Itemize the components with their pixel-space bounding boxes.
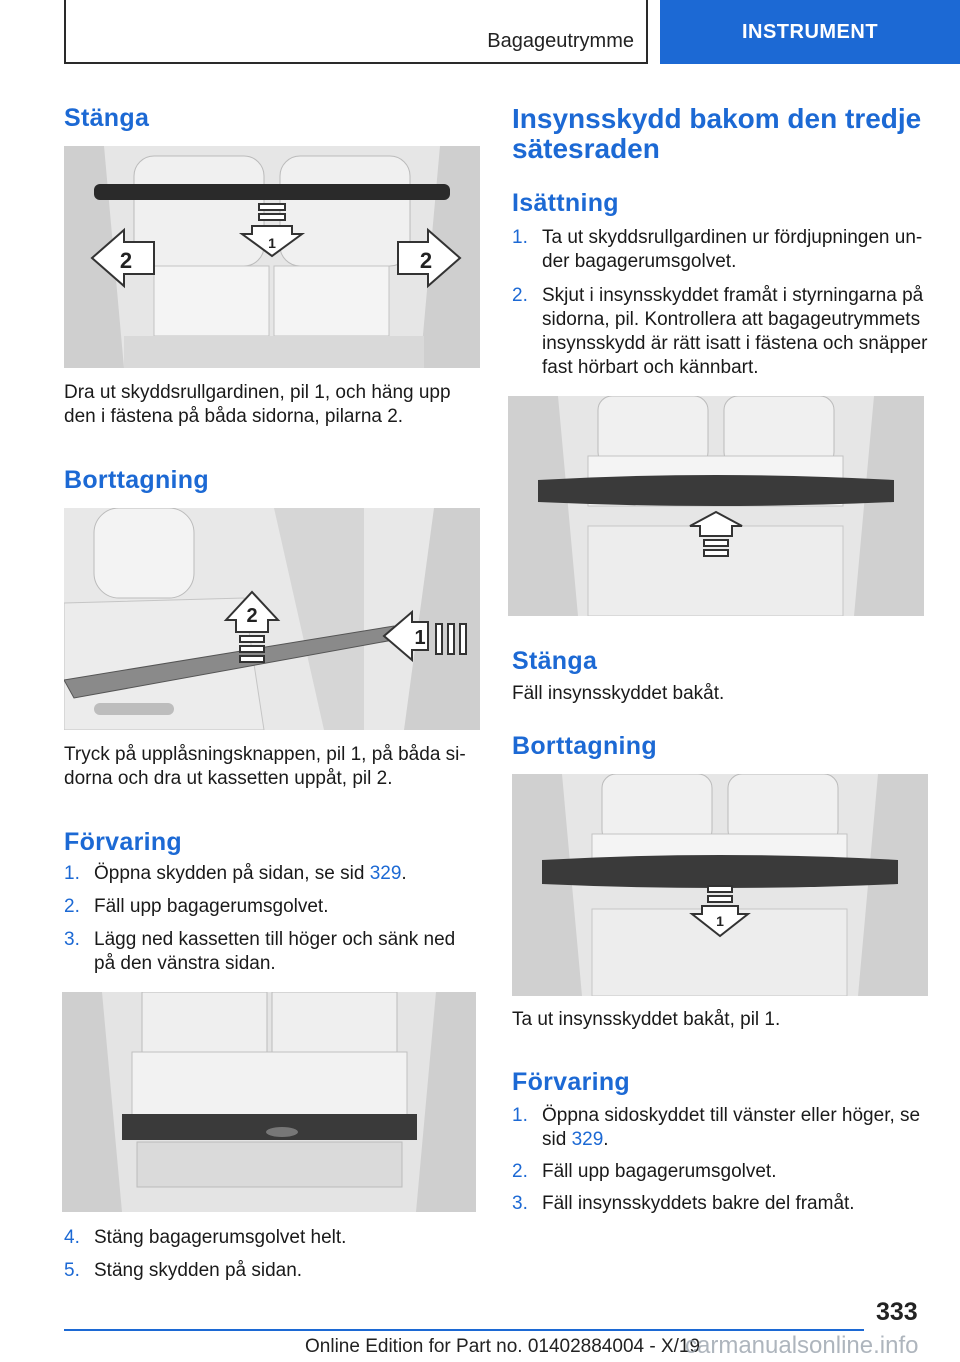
page-number: 333 <box>876 1298 918 1326</box>
figure-cassette-storage <box>62 992 476 1212</box>
list-text: Fäll upp bagagerumsgolvet. <box>94 896 329 917</box>
list-text: Lägg ned kassetten till höger och sänk n… <box>94 929 456 974</box>
list-number: 2. <box>512 285 528 306</box>
list-text: Fäll upp bagagerumsgolvet. <box>542 1161 777 1182</box>
list-text: Öppna skydden på sidan, se sid <box>94 863 370 884</box>
fig6-arrow-1: 1 <box>716 913 724 929</box>
figure-cover-insertion <box>508 396 924 616</box>
text-borttagning-right: Ta ut insynsskyddet bakåt, pil 1. <box>512 1009 781 1030</box>
fig2-arrow-1: 1 <box>414 627 425 649</box>
list-text: Öppna sidoskyddet till vänster eller hög… <box>542 1105 921 1150</box>
list-number: 3. <box>64 929 80 950</box>
list-number: 3. <box>512 1193 528 1214</box>
footer-divider <box>64 1329 864 1331</box>
heading-stanga-right: Stänga <box>512 647 598 675</box>
section-title: Bagageutrymme <box>487 30 634 52</box>
header-frame: Bagageutrymme <box>64 0 648 64</box>
fig1-arrow-2-right: 2 <box>420 248 432 273</box>
heading-isattning: Isättning <box>512 189 619 217</box>
fig1-arrow-1: 1 <box>268 235 276 251</box>
page-link-329[interactable]: 329 <box>571 1129 604 1150</box>
list-number: 1. <box>512 1105 528 1126</box>
list-text: Skjut i insynsskyddet framåt i styrninga… <box>542 285 928 378</box>
list-number: 2. <box>64 896 80 917</box>
list-text-tail: . <box>603 1129 609 1150</box>
list-text: Stäng skydden på sidan. <box>94 1260 303 1281</box>
figure-cassette-removal: 2 1 <box>64 508 480 730</box>
list-text-tail: . <box>401 863 407 884</box>
page-link-329[interactable]: 329 <box>369 863 402 884</box>
list-text: Stäng bagagerumsgolvet helt. <box>94 1227 347 1248</box>
heading-stanga-left: Stänga <box>64 104 150 132</box>
tab-instrument[interactable]: INSTRUMENT <box>660 0 960 64</box>
fig1-arrow-2-left: 2 <box>120 248 132 273</box>
text-stanga-right: Fäll insynsskyddet bakåt. <box>512 683 725 704</box>
text-stanga-left: Dra ut skyddsrullgardinen, pil 1, och hä… <box>64 382 451 427</box>
edition-text: Online Edition for Part no. 01402884004 … <box>305 1336 701 1357</box>
list-text: Ta ut skyddsrullgardinen ur fördjupninge… <box>542 227 923 272</box>
watermark-logo: carmanualsonline.info <box>685 1332 919 1359</box>
list-number: 1. <box>64 863 80 884</box>
fig2-arrow-2: 2 <box>246 605 257 627</box>
figure-cover-closing: 1 2 2 <box>64 146 480 368</box>
list-number: 4. <box>64 1227 80 1248</box>
heading-forvaring-right: Förvaring <box>512 1068 630 1096</box>
figure-cover-removal: 1 <box>512 774 928 996</box>
list-text: Fäll insynsskyddets bakre del framåt. <box>542 1193 855 1214</box>
list-number: 1. <box>512 227 528 248</box>
heading-forvaring-left: Förvaring <box>64 828 182 856</box>
list-number: 2. <box>512 1161 528 1182</box>
page-title: Insynsskydd bakom den tredje sätesraden <box>512 103 922 164</box>
text-borttagning-left: Tryck på upplåsningsknappen, pil 1, på b… <box>64 744 466 789</box>
heading-borttagning-left: Borttagning <box>64 466 209 494</box>
list-number: 5. <box>64 1260 80 1281</box>
heading-borttagning-right: Borttagning <box>512 732 657 760</box>
